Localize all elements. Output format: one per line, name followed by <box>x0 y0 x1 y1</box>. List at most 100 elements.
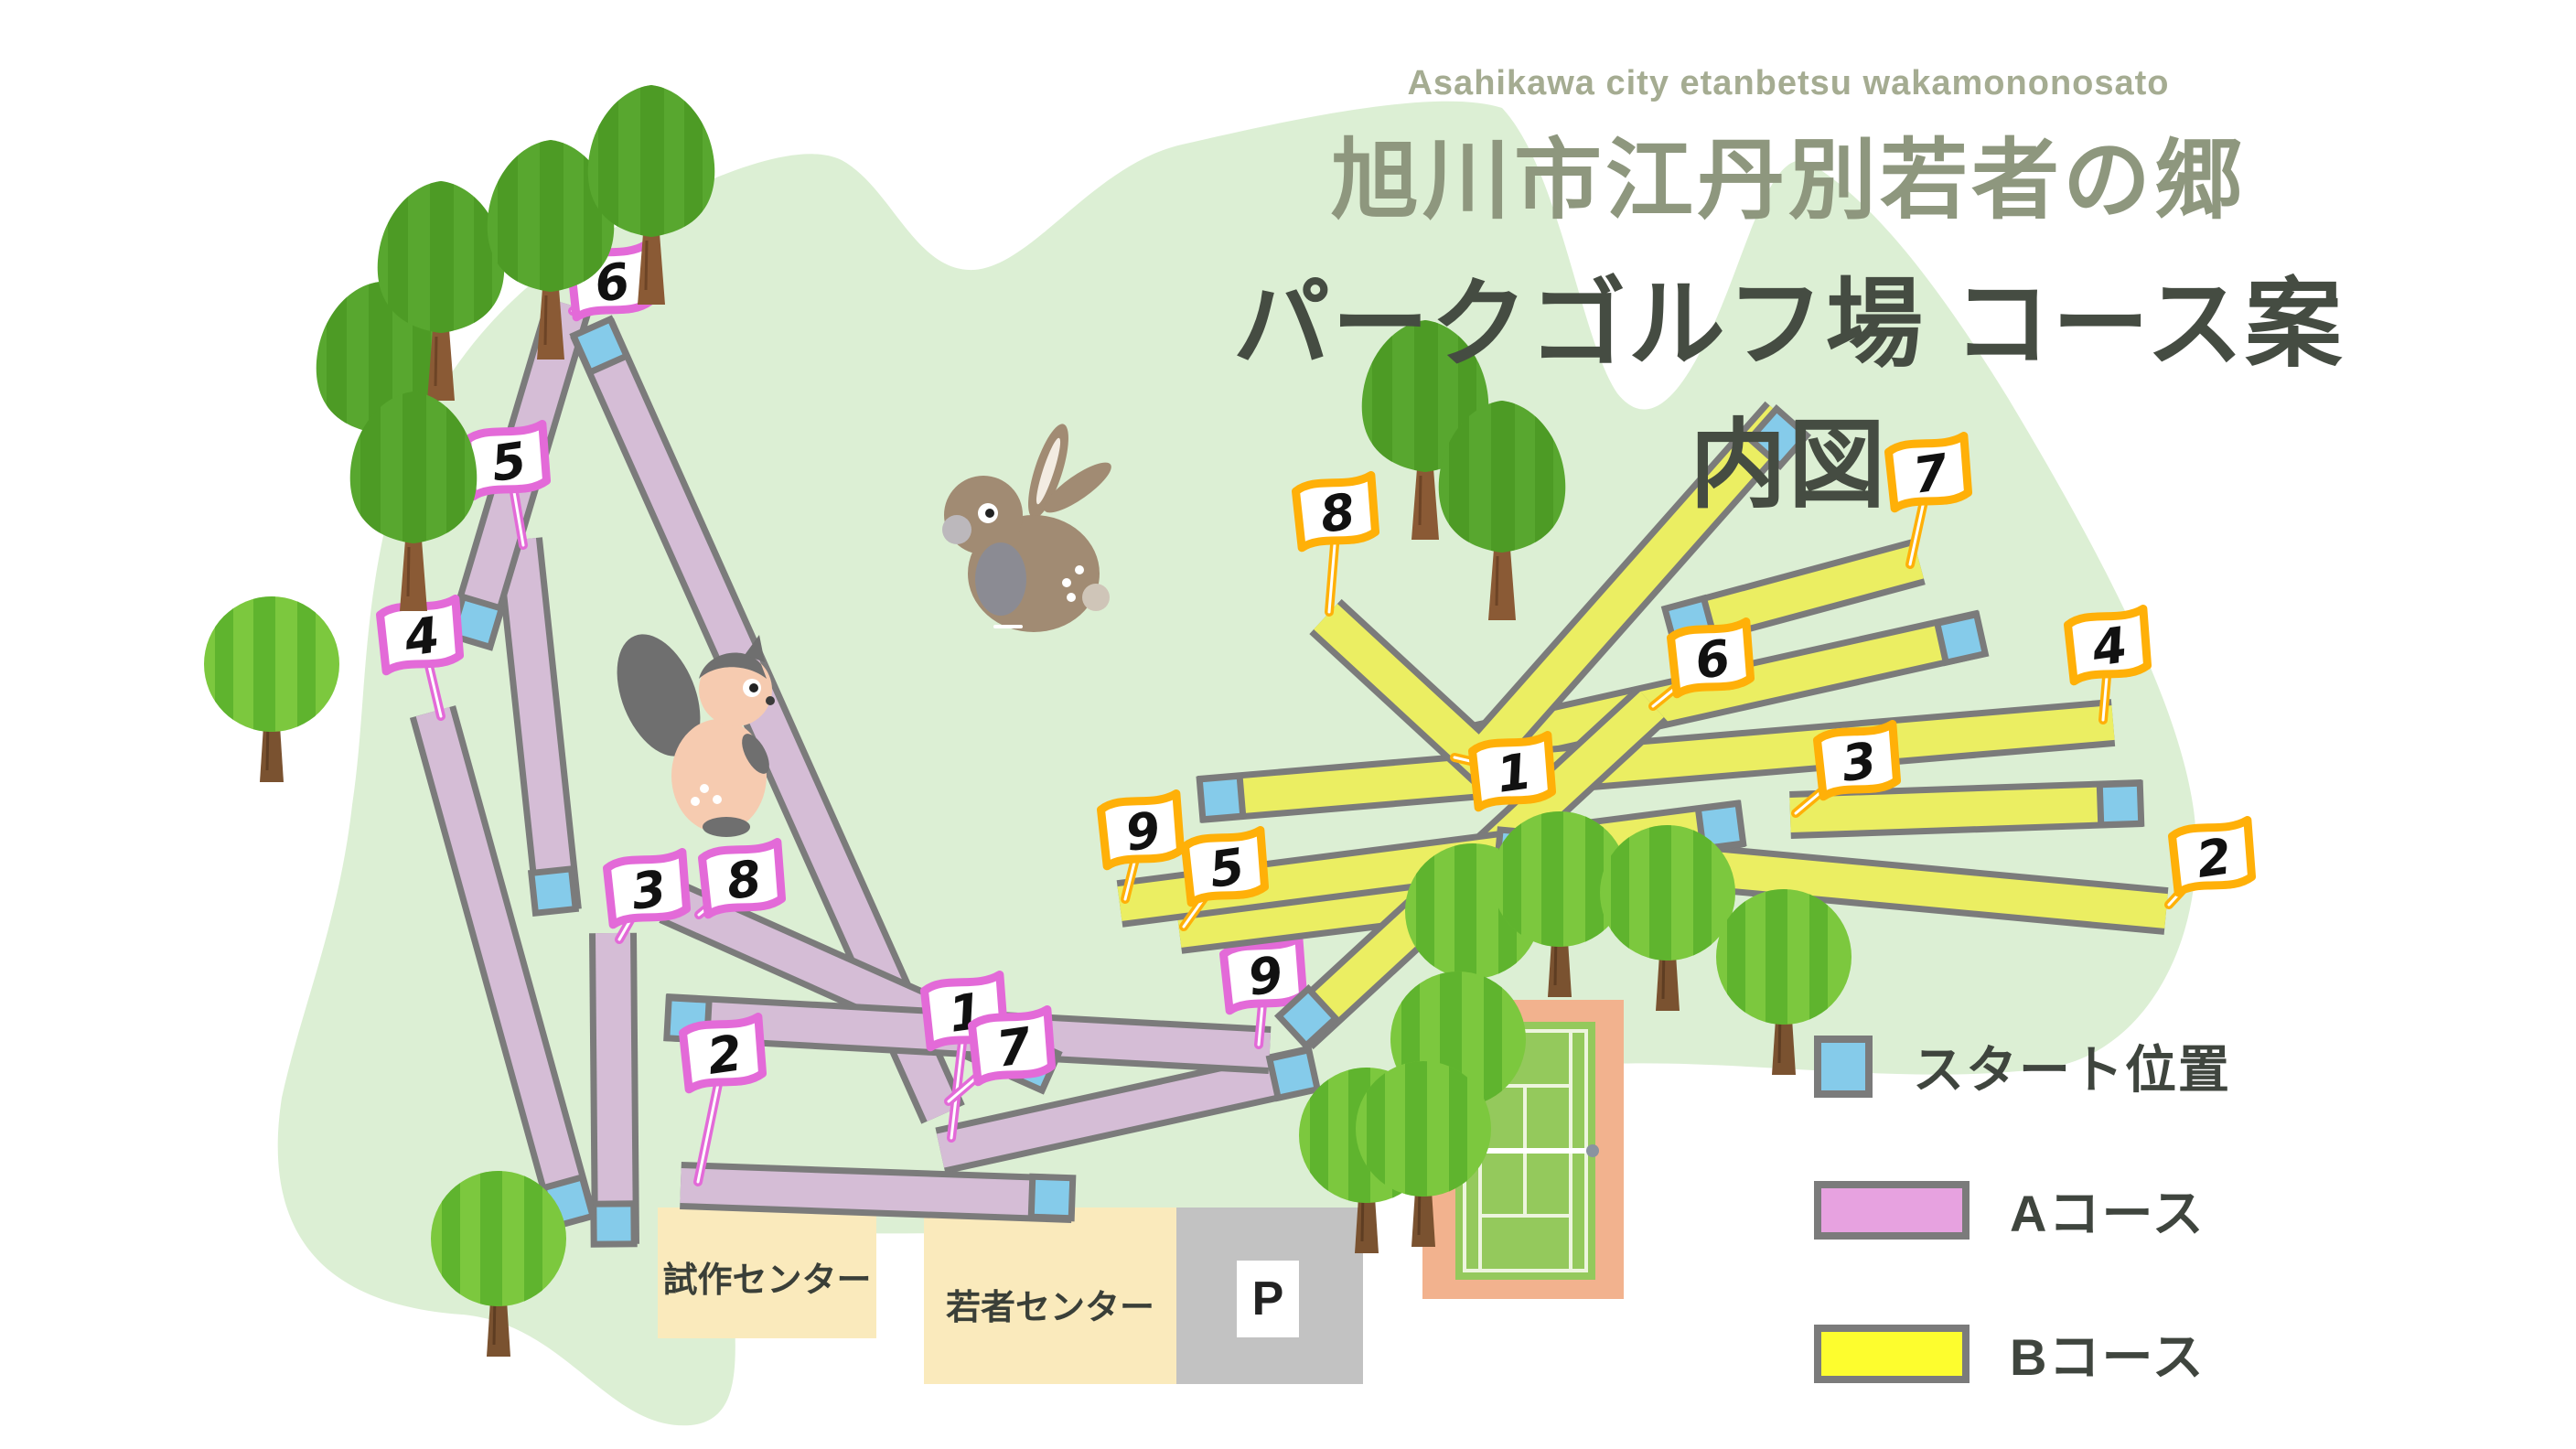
flag-face <box>2168 815 2257 897</box>
title-block: Asahikawa city etanbetsu wakamononosato … <box>1198 64 2378 527</box>
course-b-hole-9-flag: 9 <box>1097 789 1186 904</box>
course-b-hole-6-flag: 6 <box>1648 617 1755 711</box>
flag-face <box>698 837 787 919</box>
title-course-guide: パークゴルフ場 コース案内図 <box>1232 271 2345 520</box>
building-shisaku-center <box>658 1208 876 1338</box>
flag-face <box>1181 825 1270 907</box>
course-a-hole-2-start-square <box>1027 1173 1077 1222</box>
course-b-hole-8-flag: 8 <box>1292 470 1380 617</box>
title-japanese: 旭川市江丹別若者の郷 <box>1331 132 2246 230</box>
course-a-hole-5-flag: 5 <box>463 419 552 550</box>
tree-round <box>1716 889 1852 1075</box>
flag-number: 9 <box>1244 945 1286 1007</box>
course-b-swatch <box>1814 1324 1970 1383</box>
tree-trunk <box>537 288 564 360</box>
tree-round <box>1600 825 1735 1011</box>
course-b-hole-4-start-square <box>1196 772 1247 823</box>
course-b-hole-6-start-square <box>1273 983 1341 1051</box>
flag-face <box>463 419 552 501</box>
course-a-hole-8-flag: 8 <box>694 837 787 919</box>
course-a-hole-7-start-square <box>569 315 631 377</box>
flag-number: 6 <box>1691 628 1733 691</box>
tree-round <box>204 596 339 782</box>
squirrel-head <box>699 653 772 726</box>
course-a-hole-4-flag: 4 <box>376 594 465 721</box>
course-b-hole-1-start-square <box>1933 610 1990 667</box>
flag-number: 4 <box>400 606 443 668</box>
course-a-hole-1-bar <box>936 1051 1320 1168</box>
flag-face <box>1292 470 1380 553</box>
course-a-hole-5-start-square <box>527 864 580 918</box>
tree-trunk <box>1488 549 1516 620</box>
course-b-hole-4-bar <box>1197 705 2115 817</box>
tree-pointy <box>377 181 505 401</box>
rabbit-eye <box>985 509 994 518</box>
flag-face <box>1813 719 1902 801</box>
course-b-hole-1-flag: 1 <box>1450 730 1557 812</box>
squirrel-tail <box>617 634 701 757</box>
rabbit-ear-bent <box>1044 462 1111 513</box>
squirrel-eye <box>749 683 758 692</box>
legend-label-course-a: Aコース <box>2010 1185 2206 1242</box>
course-a-hole-2-bar <box>680 1168 1073 1217</box>
parking-sign: P <box>1237 1261 1299 1337</box>
rabbit-illustration <box>942 424 1111 632</box>
tree-pointy <box>487 140 615 360</box>
course-b-hole-3-start-square <box>2096 779 2145 829</box>
building-label-shisaku-center: 試作センター <box>662 1261 872 1300</box>
flag-face <box>1468 730 1557 812</box>
flag-face <box>968 1004 1057 1087</box>
course-b-hole-9-start-square <box>1694 800 1747 853</box>
tree-trunk <box>427 329 455 401</box>
squirrel-arm <box>742 734 769 774</box>
legend: スタート位置 Aコース Bコース <box>1814 1029 2231 1449</box>
flag-number: 8 <box>723 849 765 911</box>
flag-number: 2 <box>2193 827 2235 889</box>
flag-face <box>1667 617 1755 699</box>
legend-row-course-a: Aコース <box>1814 1173 2231 1247</box>
flag-number: 4 <box>2088 616 2131 678</box>
course-b-hole-2-flag: 2 <box>2164 815 2257 909</box>
tree-trunk <box>400 540 427 611</box>
course-a-hole-5-bar <box>501 537 575 914</box>
building-wakamono-center <box>924 1208 1176 1384</box>
flag-number: 5 <box>1206 837 1248 899</box>
flag-number: 5 <box>488 431 530 493</box>
rabbit-muzzle <box>942 515 971 544</box>
tree-trunk <box>1411 468 1439 540</box>
course-b-hole-7-flag: 7 <box>1884 431 1973 569</box>
title-english: Asahikawa city etanbetsu wakamononosato <box>1407 64 2170 102</box>
tree-trunk <box>638 233 665 305</box>
building-label-wakamono-center: 若者センター <box>945 1289 1154 1327</box>
tree-pointy <box>587 85 715 305</box>
tree-pointy <box>1361 320 1489 540</box>
squirrel-ear <box>745 635 765 662</box>
course-b-hole-5-flag: 5 <box>1179 825 1270 931</box>
squirrel-illustration <box>617 634 775 837</box>
legend-row-course-b: Bコース <box>1814 1316 2231 1390</box>
flag-number: 3 <box>628 859 670 921</box>
legend-label-start: スタート位置 <box>1913 1041 2231 1099</box>
flag-face <box>679 1012 767 1094</box>
course-a-hole-3-bar <box>596 932 633 1245</box>
tree-pointy <box>349 392 478 611</box>
course-field <box>277 101 2196 1426</box>
tree-pointy <box>1438 401 1566 620</box>
tree-round <box>1356 1061 1491 1247</box>
course-a-hole-4-bar <box>415 706 592 1229</box>
course-a-hole-1-flag: 1 <box>920 970 1009 1143</box>
flag-face <box>2064 604 2152 686</box>
tree-round <box>431 1171 566 1357</box>
flag-number: 7 <box>993 1016 1035 1079</box>
rabbit-chest <box>975 542 1026 616</box>
legend-label-course-b: Bコース <box>2010 1328 2206 1386</box>
squirrel-cap <box>699 652 767 679</box>
course-a-swatch <box>1814 1180 1970 1240</box>
tree-round <box>1492 811 1627 997</box>
squirrel-nose <box>766 696 775 705</box>
course-b-hole-4-flag: 4 <box>2064 604 2152 724</box>
start-position-swatch <box>1814 1035 1873 1098</box>
flag-face <box>603 847 692 929</box>
